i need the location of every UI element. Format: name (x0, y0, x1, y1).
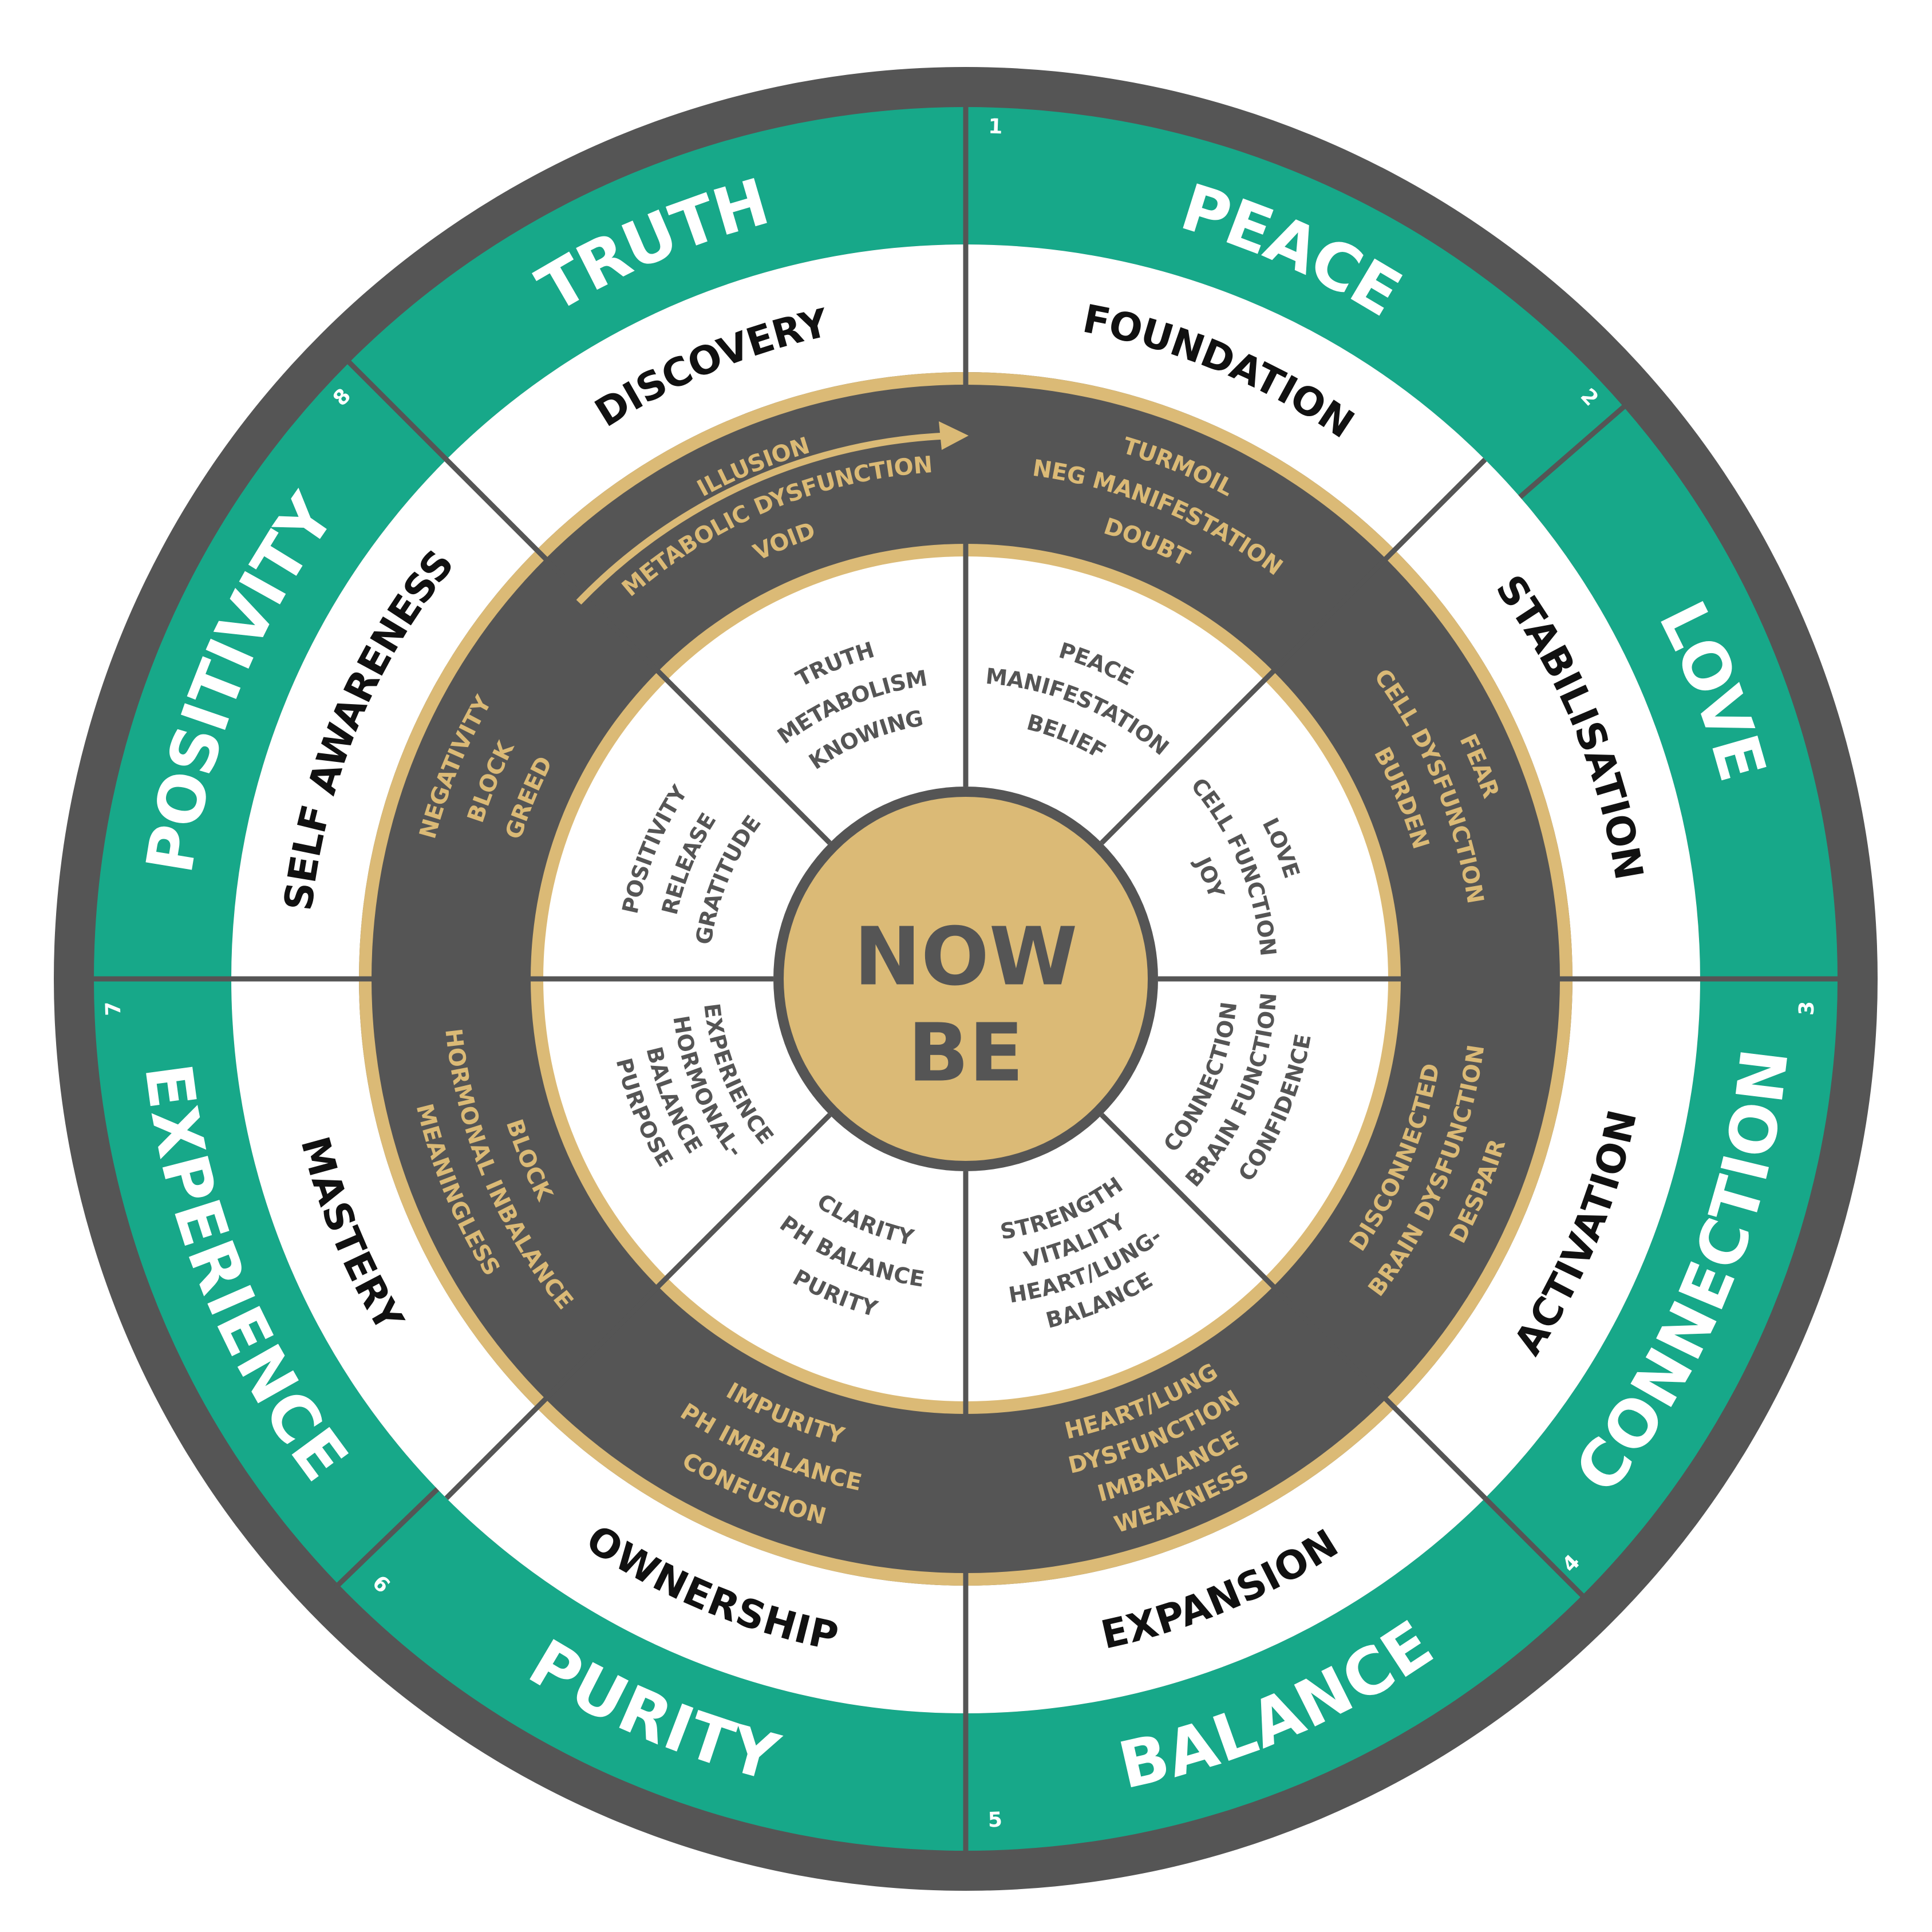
divider-outer (334, 1487, 440, 1589)
stage-sector-7 (231, 459, 537, 979)
divider-inner (444, 1113, 832, 1500)
value-sector-7 (94, 362, 447, 979)
stage-sector-1 (966, 244, 1485, 550)
center-gold (784, 797, 1148, 1161)
segment-dividers (90, 104, 1841, 1854)
stage-sector-6 (231, 979, 537, 1499)
value-sector-2 (1520, 406, 1838, 979)
value-sector-1 (966, 107, 1624, 497)
divider-outer (345, 358, 448, 461)
stage-sector-3 (1394, 979, 1700, 1499)
segment-number-3: 3 (1795, 1001, 1819, 1016)
divider-inner (1100, 457, 1487, 845)
stage-sector-4 (966, 1408, 1485, 1713)
stage-ring (231, 244, 1700, 1713)
center-line-1: NOW (854, 911, 1078, 1004)
value-sector-3 (1485, 979, 1838, 1595)
stage-sector-2 (1394, 459, 1700, 979)
arrowhead-icon (939, 421, 969, 450)
center-line-2: BE (908, 1007, 1024, 1100)
segment-number-5: 5 (987, 1808, 1002, 1832)
stage-sector-5 (446, 1408, 966, 1713)
segment-number-7: 7 (101, 1001, 125, 1016)
divider-inner (1100, 1113, 1487, 1500)
stage-sector-8 (446, 244, 966, 550)
value-sector-5 (338, 1489, 966, 1851)
divider-outer (1483, 1496, 1587, 1600)
segment-number-1: 1 (988, 114, 1003, 139)
value-sector-8 (349, 107, 966, 460)
flow-arrow-icon (576, 432, 954, 605)
divider-inner (444, 457, 832, 845)
divider-outer (1518, 402, 1628, 499)
value-ring (94, 107, 1838, 1851)
value-sector-4 (966, 1498, 1582, 1851)
value-sector-6 (94, 979, 438, 1585)
